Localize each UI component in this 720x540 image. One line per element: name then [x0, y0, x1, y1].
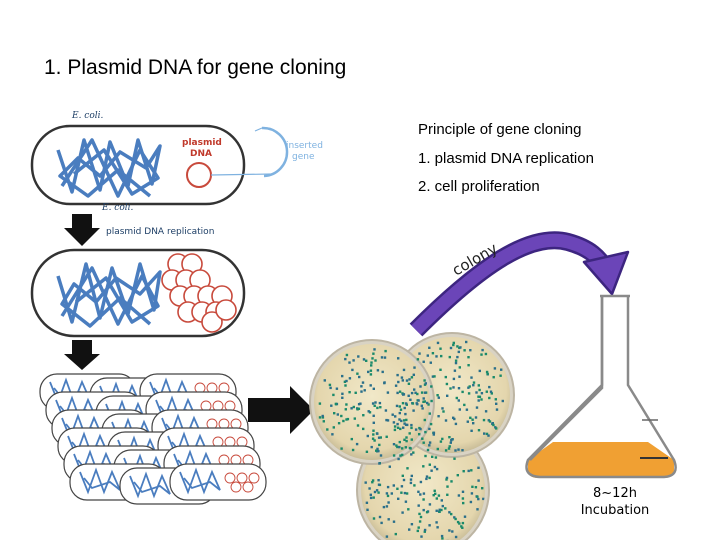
ecoli-label-bottom: E. coli. [101, 203, 134, 213]
colony-transfer-arrow [409, 231, 630, 337]
ecoli-label-top: E. coli. [71, 111, 104, 121]
petri-dishes [309, 332, 515, 540]
ecoli-cell-replicated [30, 248, 246, 338]
erlenmeyer-flask [525, 294, 677, 479]
principle-heading: Principle of gene cloning [418, 121, 582, 138]
plasmid-copies [161, 253, 237, 333]
principle-step-2: 2. cell proliferation [418, 178, 540, 195]
proliferated-cells-stack [39, 373, 267, 505]
replication-label: plasmid DNA replication [106, 227, 214, 237]
right-arrow-icon [248, 386, 314, 434]
chromosome-dna-tangle [56, 138, 162, 198]
small-ecoli-cell [169, 463, 267, 501]
down-arrow-icon [64, 214, 100, 246]
colonies-dish-3 [364, 431, 485, 540]
incubation-time: 8~12h [593, 486, 637, 501]
ecoli-cell-with-plasmid [30, 124, 289, 206]
down-arrow-icon [64, 340, 100, 370]
inserted-label: inserted [286, 141, 323, 151]
colonies-dish-1 [318, 348, 430, 453]
principle-step-1: 1. plasmid DNA replication [418, 150, 594, 167]
gene-label: gene [292, 152, 315, 162]
incubation-label: Incubation [580, 503, 650, 518]
colonies-dish-2 [396, 340, 504, 452]
page-title: 1. Plasmid DNA for gene cloning [44, 56, 347, 79]
inserted-gene-icon [261, 126, 289, 178]
plasmid-label: plasmid [182, 138, 222, 148]
dna-label: DNA [190, 149, 212, 159]
flask-caption: 8~12h Incubation [566, 485, 664, 519]
